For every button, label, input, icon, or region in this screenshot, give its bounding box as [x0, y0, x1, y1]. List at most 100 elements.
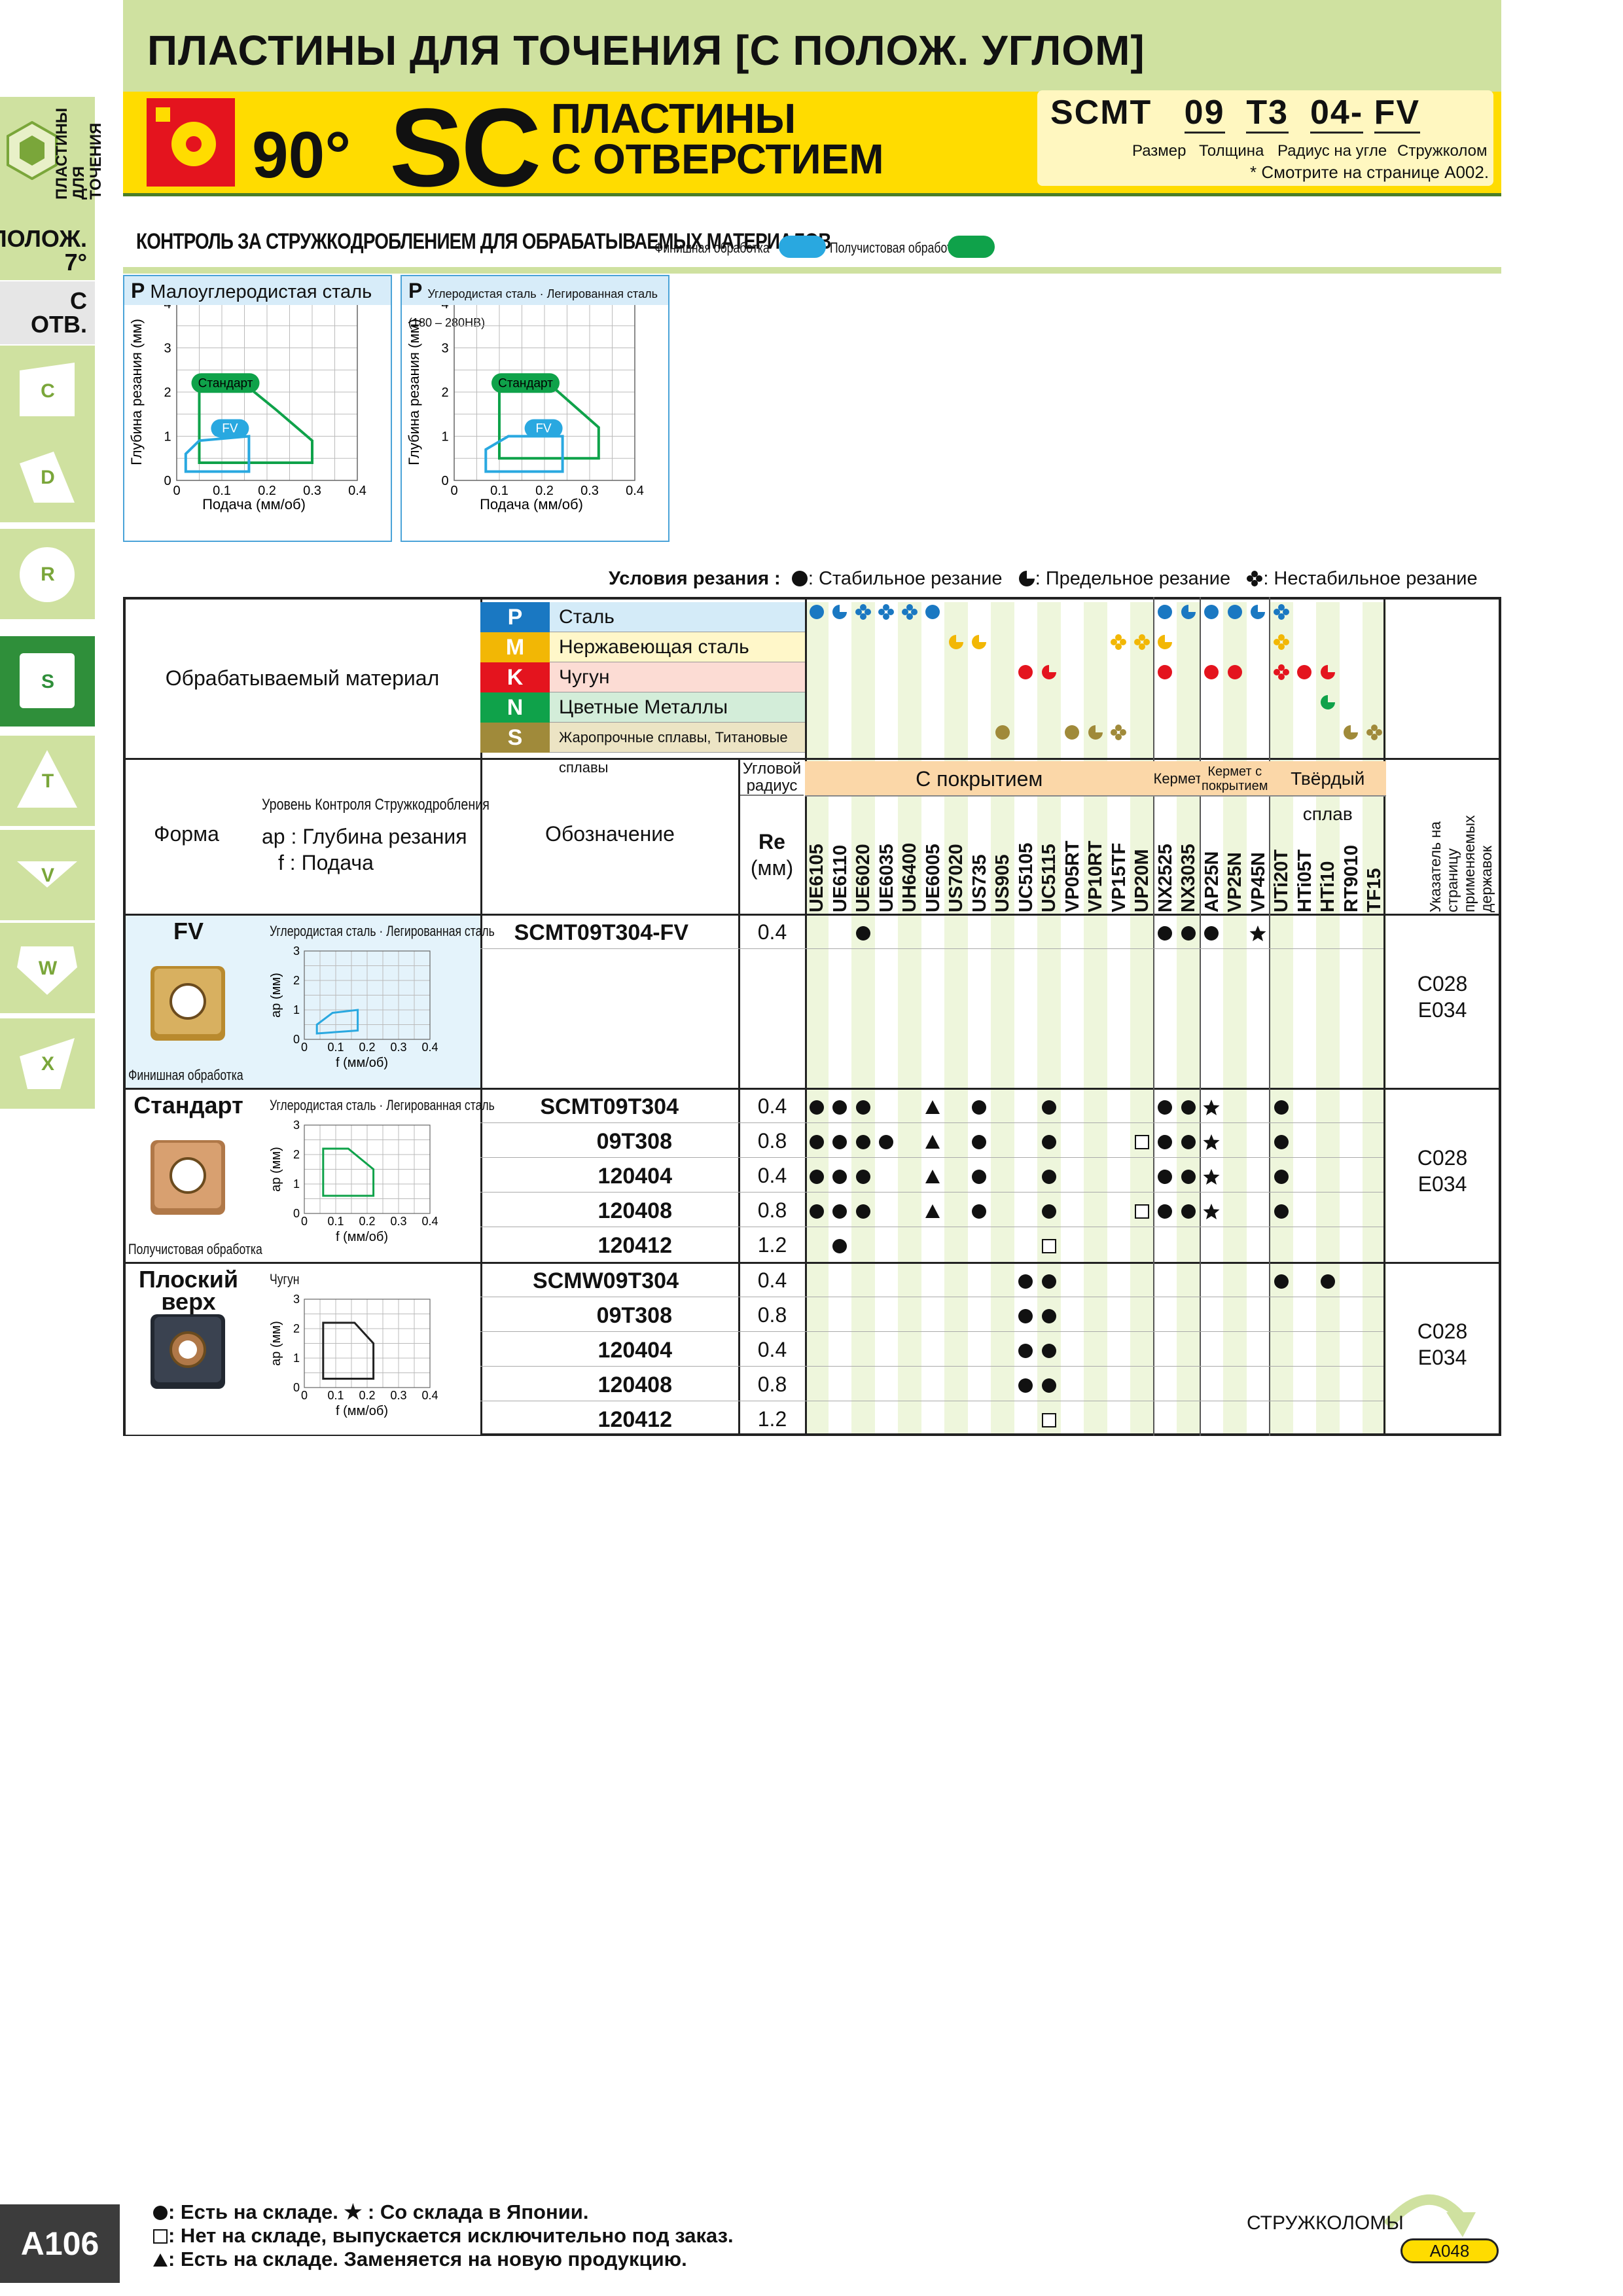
x-axis-label: Подача (мм/об) [202, 496, 306, 512]
tab-shape-r[interactable]: R [0, 529, 95, 622]
limit-cutting-icon [832, 605, 847, 619]
material-letter: P [408, 279, 423, 302]
material-letter-badge: K [480, 662, 550, 692]
insert-code-09t308[interactable]: 09T308 [596, 1129, 672, 1154]
insert-code-120408[interactable]: 120408 [597, 1372, 672, 1397]
holder-page-link[interactable]: C028 [1417, 1146, 1468, 1170]
y-tick-label: 1 [293, 1352, 300, 1365]
column-divider [480, 597, 482, 1436]
product-subtitle-line-2: С ОТВЕРСТИЕМ [551, 135, 884, 183]
row-divider [123, 1262, 1501, 1264]
material-letter-badge: M [480, 632, 550, 662]
plot-frame [304, 1299, 431, 1388]
y-axis-label: Глубина резания (мм) [128, 319, 145, 465]
tab-shape-s[interactable]: S [0, 636, 95, 729]
corner-radius-value: 0.8 [757, 1372, 787, 1396]
insert-code-120404[interactable]: 120404 [597, 1338, 672, 1363]
x-axis-label: f (мм/об) [336, 1056, 388, 1070]
tab-shape-d[interactable]: D [0, 432, 95, 525]
row-divider [123, 914, 1501, 916]
replaced-product-icon [925, 1100, 940, 1114]
holder-page-link[interactable]: C028 [1417, 972, 1468, 996]
code-label-size: Размер [1132, 142, 1186, 160]
tab-shape-x[interactable]: X [0, 1018, 95, 1111]
in-stock-icon [1274, 1169, 1289, 1184]
holder-page-link[interactable]: C028 [1417, 1319, 1468, 1343]
in-stock-icon [972, 1134, 987, 1149]
y-tick-label: 0 [293, 1207, 300, 1220]
made-to-order-icon [1041, 1238, 1056, 1253]
tab-positive-7[interactable]: ПОЛОЖ. 7° [0, 221, 95, 280]
chip-graph-plot: 00.10.20.30.401234Подача (мм/об)Глубина … [128, 305, 366, 512]
in-stock-icon [832, 1100, 847, 1115]
in-stock-icon [1041, 1134, 1056, 1149]
insert-code-120412[interactable]: 120412 [597, 1233, 672, 1258]
insert-code-scmw09t304[interactable]: SCMW09T304 [533, 1268, 679, 1293]
insert-code-120412[interactable]: 120412 [597, 1407, 672, 1432]
tab-shape-c[interactable]: C [0, 346, 95, 439]
corner-radius-value: 1.2 [757, 1407, 787, 1431]
x-tick-label: 0.3 [303, 484, 321, 498]
grade-us905: US905 [992, 854, 1013, 912]
corner-radius-value: 0.4 [757, 1268, 787, 1292]
row-line [480, 948, 1383, 949]
in-stock-icon [1181, 1204, 1196, 1219]
form-header: Форма [154, 822, 219, 846]
in-stock-icon [1158, 1204, 1173, 1219]
x-tick-label: 0.2 [535, 484, 554, 498]
tab-shape-w[interactable]: W [0, 923, 95, 1016]
x-tick-label: 0.3 [390, 1389, 406, 1402]
cutting-conditions-legend: Условия резания : : Стабильное резание :… [609, 568, 1478, 590]
in-stock-icon [879, 1134, 894, 1149]
radius-divider [740, 795, 804, 796]
code-reference-link[interactable]: * Смотрите на странице A002. [1250, 162, 1489, 182]
semi-legend-swatch [948, 236, 995, 258]
holder-page-link[interactable]: E034 [1418, 998, 1467, 1022]
grade-nx3035: NX3035 [1178, 844, 1199, 912]
radius-header-1: Угловой [742, 760, 802, 778]
grade-nx2525: NX2525 [1154, 844, 1176, 912]
material-name: Чугун [559, 666, 610, 688]
holder-page-link[interactable]: E034 [1418, 1172, 1467, 1196]
x-tick-label: 0.2 [258, 484, 276, 498]
chipbreaker-page-button[interactable]: A048 [1400, 2238, 1499, 2263]
plot-frame [176, 305, 358, 481]
tab-shape-label: C [41, 380, 55, 402]
stable-cutting-icon [1065, 725, 1080, 740]
footnote-replaced: : Есть на складе. Заменяется на новую пр… [152, 2248, 687, 2271]
insert-code-09t308[interactable]: 09T308 [596, 1303, 672, 1328]
tab-shape-t[interactable]: T [0, 736, 95, 829]
insert-code-scmt09t304-fv[interactable]: SCMT09T304-FV [514, 920, 688, 945]
finish-legend-swatch [779, 236, 826, 258]
in-stock-icon [809, 1134, 824, 1149]
shape-w-icon [17, 946, 77, 995]
in-stock-icon [1158, 1134, 1173, 1149]
tab-with-hole[interactable]: С ОТВ. [0, 281, 95, 344]
insert-code: SCMT 09 T3 04- FV [1050, 93, 1421, 134]
tab-shape-v[interactable]: V [0, 830, 95, 923]
insert-code-scmt09t304[interactable]: SCMT09T304 [540, 1094, 679, 1119]
chipbreaker-application: Получистовая обработка [128, 1241, 262, 1257]
footnote-2-text: : Нет на складе, выпускается исключитель… [168, 2224, 734, 2247]
in-stock-icon [972, 1204, 987, 1219]
chipbreaker-name-2: верх [161, 1288, 216, 1315]
material-name: Малоуглеродистая сталь [150, 281, 372, 302]
in-stock-icon [1041, 1204, 1056, 1219]
holder-page-link[interactable]: E034 [1418, 1346, 1467, 1369]
standard-tag-label: Стандарт [498, 376, 553, 390]
row-line [480, 1157, 1383, 1158]
insert-code-120404[interactable]: 120404 [597, 1164, 672, 1189]
in-stock-icon [832, 1134, 847, 1149]
grade-group-divider [1199, 597, 1201, 1436]
in-stock-icon [1018, 1308, 1033, 1323]
x-tick-label: 0.1 [490, 484, 508, 498]
insert-code-120408[interactable]: 120408 [597, 1198, 672, 1223]
limit-cutting-icon [1158, 635, 1173, 649]
chipbreaker-name-1: Плоский [138, 1266, 239, 1293]
